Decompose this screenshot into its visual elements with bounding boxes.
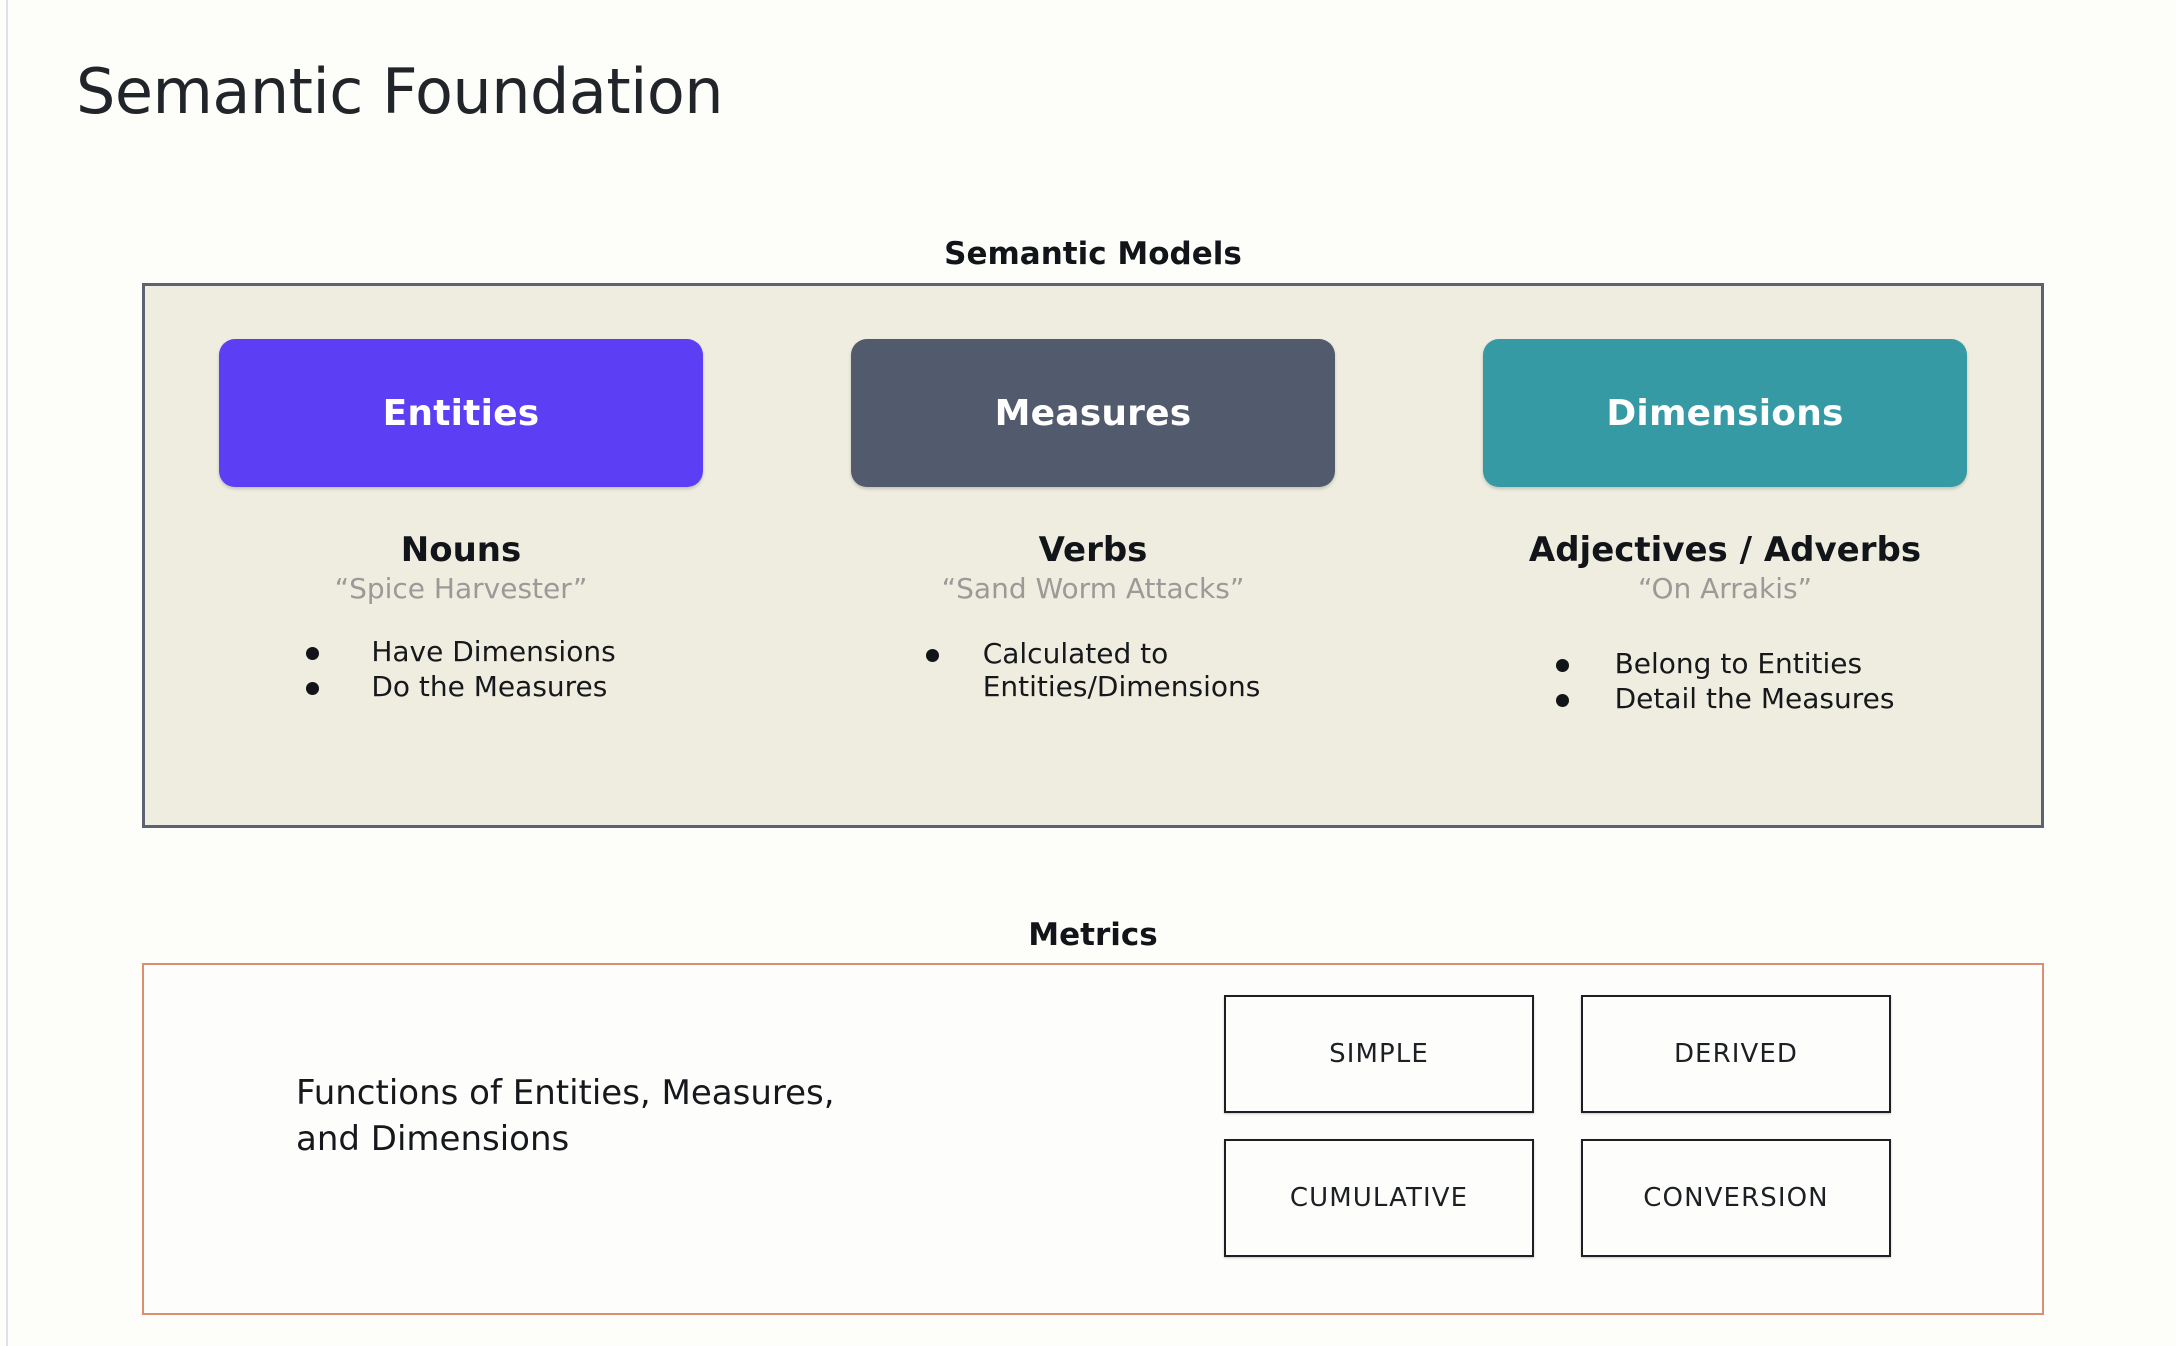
metric-types-grid: SIMPLE DERIVED CUMULATIVE CONVERSION	[1224, 995, 1891, 1257]
entities-pill[interactable]: Entities	[219, 339, 703, 487]
entities-bullet-list: Have Dimensions Do the Measures	[306, 635, 616, 703]
semantic-column-entities: Entities Nouns “Spice Harvester” Have Di…	[145, 286, 777, 825]
semantic-models-heading: Semantic Models	[944, 236, 1242, 272]
metrics-description: Functions of Entities, Measures, and Dim…	[296, 1073, 835, 1160]
measures-part-of-speech: Verbs	[1038, 530, 1148, 570]
left-edge-rule	[6, 0, 8, 1346]
bullet-dot-icon	[925, 649, 939, 663]
entities-example: “Spice Harvester”	[334, 572, 588, 606]
list-item: Calculated to Entities/Dimensions	[925, 637, 1261, 704]
metric-type-simple[interactable]: SIMPLE	[1224, 995, 1534, 1113]
measures-example: “Sand Worm Attacks”	[941, 572, 1245, 606]
semantic-column-dimensions: Dimensions Adjectives / Adverbs “On Arra…	[1409, 286, 2041, 825]
metric-type-derived[interactable]: DERIVED	[1581, 995, 1891, 1113]
metrics-heading: Metrics	[1028, 917, 1158, 953]
metric-type-conversion[interactable]: CONVERSION	[1581, 1139, 1891, 1257]
bullet-dot-icon	[1555, 694, 1569, 708]
metrics-panel: Functions of Entities, Measures, and Dim…	[142, 963, 2044, 1315]
list-item: Do the Measures	[306, 670, 615, 703]
dimensions-pill[interactable]: Dimensions	[1483, 339, 1967, 487]
list-item-label: Do the Measures	[371, 670, 608, 704]
list-item: Have Dimensions	[306, 635, 616, 669]
page-title: Semantic Foundation	[76, 55, 724, 128]
dimensions-bullet-list: Belong to Entities Detail the Measures	[1555, 647, 1895, 716]
semantic-models-panel: Entities Nouns “Spice Harvester” Have Di…	[142, 283, 2044, 828]
list-item-label: Have Dimensions	[371, 635, 616, 669]
measures-bullet-list: Calculated to Entities/Dimensions	[925, 637, 1261, 704]
list-item-label: Detail the Measures	[1614, 682, 1895, 716]
bullet-dot-icon	[306, 682, 320, 696]
entities-part-of-speech: Nouns	[400, 530, 522, 570]
metric-type-cumulative[interactable]: CUMULATIVE	[1224, 1139, 1534, 1257]
semantic-column-measures: Measures Verbs “Sand Worm Attacks” Calcu…	[777, 286, 1409, 825]
list-item-label: Calculated to Entities/Dimensions	[982, 637, 1261, 704]
bullet-dot-icon	[306, 647, 320, 661]
measures-pill[interactable]: Measures	[851, 339, 1335, 487]
list-item: Detail the Measures	[1555, 682, 1895, 716]
semantic-models-columns: Entities Nouns “Spice Harvester” Have Di…	[145, 286, 2041, 825]
list-item-label: Belong to Entities	[1614, 647, 1863, 681]
dimensions-part-of-speech: Adjectives / Adverbs	[1528, 530, 1922, 570]
bullet-dot-icon	[1555, 659, 1569, 673]
list-item: Belong to Entities	[1555, 647, 1895, 681]
dimensions-example: “On Arrakis”	[1637, 572, 1813, 606]
